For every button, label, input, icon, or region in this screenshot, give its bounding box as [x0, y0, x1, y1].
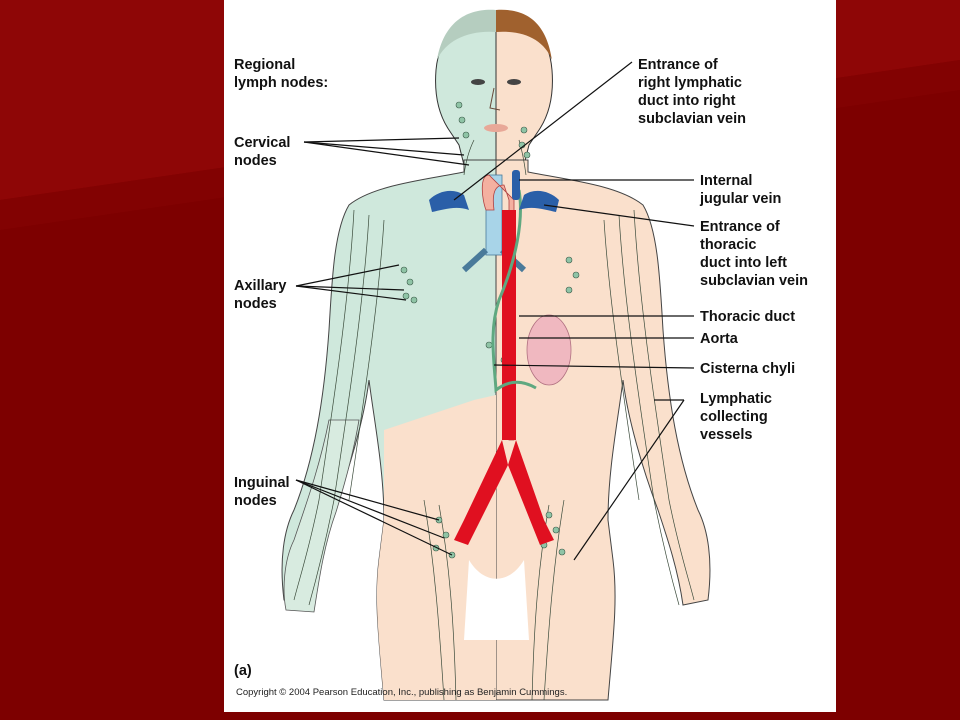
leader-lines [295, 61, 695, 561]
lymphatic-system-illustration [281, 9, 711, 701]
aorta [454, 174, 554, 545]
lymphatic-vessel-network [293, 139, 695, 701]
head [435, 9, 553, 166]
label-thoracic-duct-entrance: Entrance of thoracic duct into left subc… [700, 219, 808, 289]
label-cervical-nodes: Cervical nodes [234, 135, 291, 169]
label-inguinal-nodes: Inguinal nodes [234, 475, 290, 509]
label-lymphatic-collecting-vessels: Lymphatic collecting vessels [700, 391, 772, 443]
body [281, 159, 711, 701]
label-regional-lymph-nodes: Regional lymph nodes: [234, 57, 329, 91]
label-axillary-nodes: Axillary nodes [234, 278, 287, 312]
label-right-lymphatic-duct: Entrance of right lymphatic duct into ri… [638, 57, 746, 127]
label-aorta: Aorta [700, 331, 738, 347]
stomach [526, 314, 572, 386]
figure-panel: Regional lymph nodes: Cervical nodes Axi… [224, 0, 836, 712]
panel-letter: (a) [234, 663, 252, 679]
label-thoracic-duct: Thoracic duct [700, 309, 796, 325]
thoracic-duct [491, 189, 537, 393]
copyright-text: Copyright © 2004 Pearson Education, Inc.… [236, 687, 568, 698]
label-cisterna-chyli: Cisterna chyli [700, 361, 796, 377]
label-internal-jugular-vein: Internal jugular vein [700, 173, 782, 207]
